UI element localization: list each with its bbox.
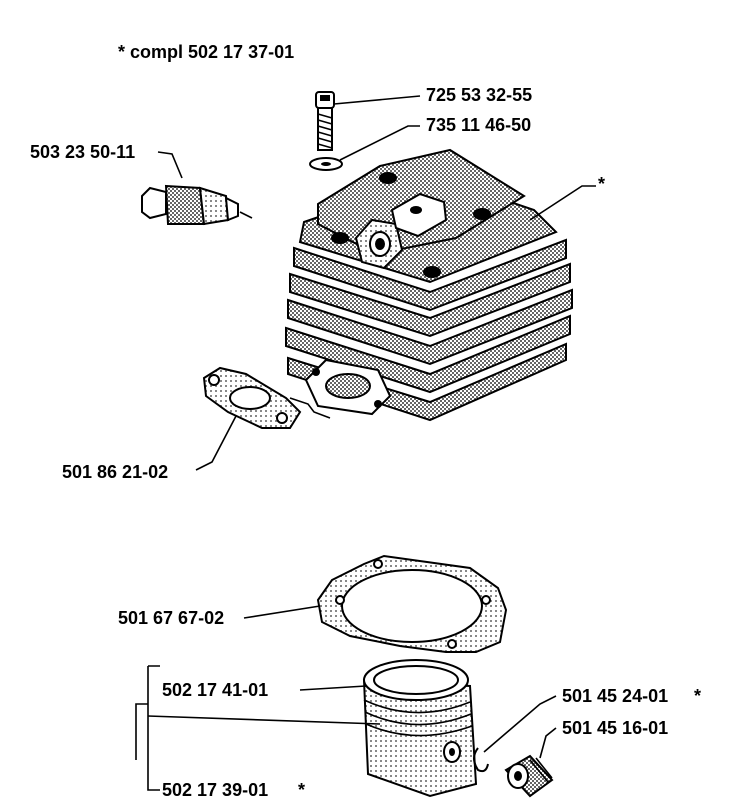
label-piston-ring: 502 17 41-01 xyxy=(162,680,268,700)
label-base-gasket: 501 67 67-02 xyxy=(118,608,224,628)
assembly-note: * compl 502 17 37-01 xyxy=(118,42,294,62)
label-spark-plug: 503 23 50-11 xyxy=(30,142,135,162)
washer-part xyxy=(309,157,343,171)
spark-plug-part xyxy=(141,184,253,226)
needle-bearing-part xyxy=(504,754,554,798)
label-piston-set: 502 17 39-01 xyxy=(162,780,268,800)
label-piston-set-star: * xyxy=(298,780,305,800)
label-cylinder: * xyxy=(598,174,605,194)
base-gasket-part xyxy=(316,554,508,653)
label-bolt: 725 53 32-55 xyxy=(426,85,532,105)
label-circlip-star: * xyxy=(694,686,701,706)
cylinder-part xyxy=(285,148,573,422)
label-needle-bearing: 501 45 16-01 xyxy=(562,718,668,738)
label-washer: 735 11 46-50 xyxy=(426,115,531,135)
label-exhaust-gasket: 501 86 21-02 xyxy=(62,462,168,482)
piston-part xyxy=(362,659,478,798)
circlip-part xyxy=(473,747,489,773)
bolt-part xyxy=(315,91,335,151)
exhaust-gasket-part xyxy=(202,366,302,429)
label-circlip: 501 45 24-01 xyxy=(562,686,668,706)
